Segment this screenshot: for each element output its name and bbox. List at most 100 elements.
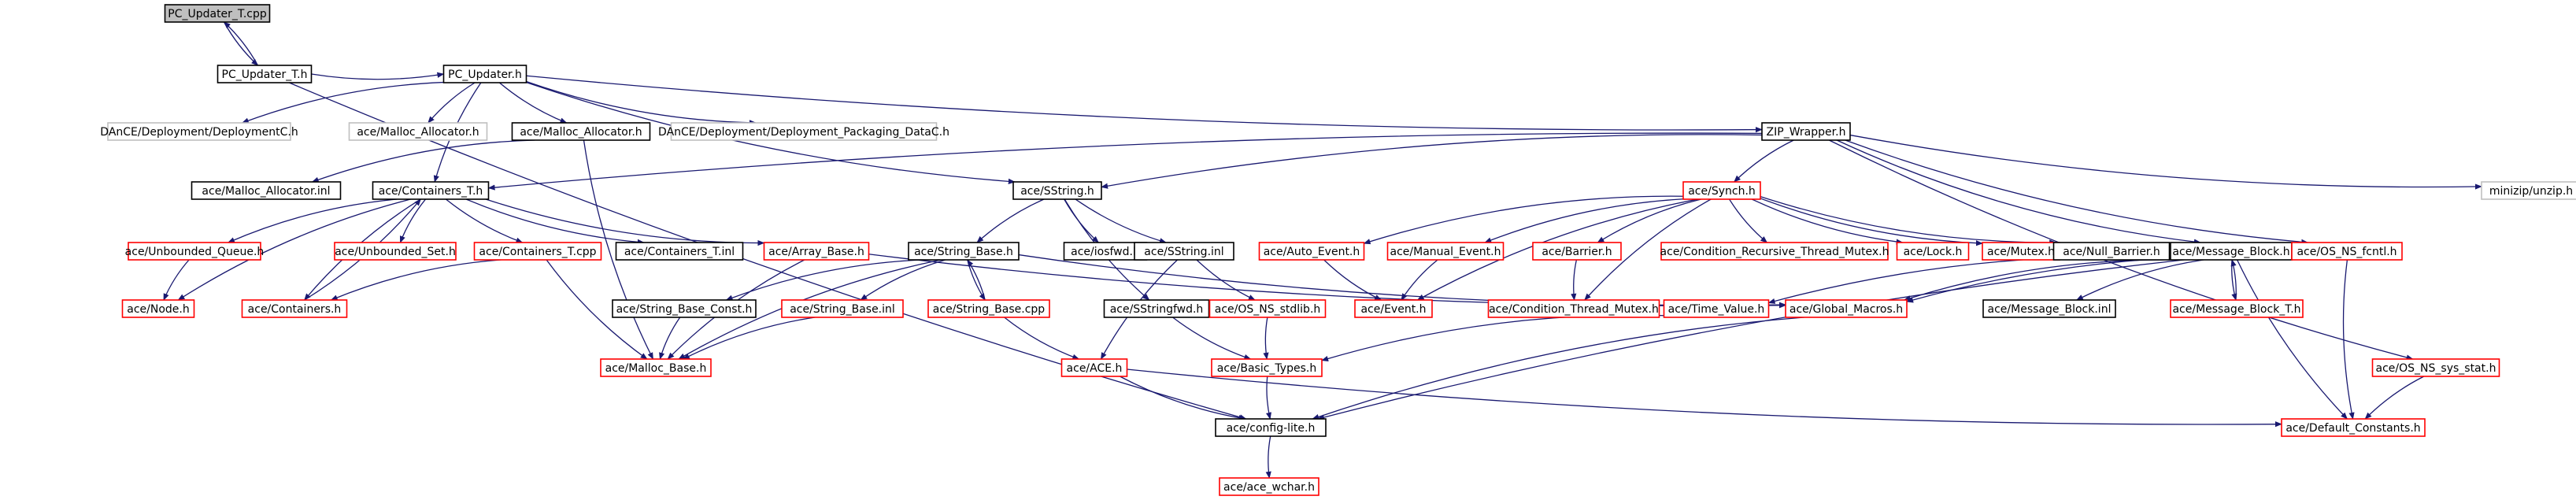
node-label: ace/Malloc_Allocator.h <box>357 126 479 139</box>
node-box[interactable] <box>164 4 271 23</box>
node-sstring-h[interactable]: ace/SString.h <box>1012 181 1102 200</box>
node-box[interactable] <box>1215 418 1327 437</box>
node-iosfwd-h[interactable]: ace/iosfwd.h <box>1063 242 1148 261</box>
node-sstring-inl[interactable]: ace/SString.inl <box>1134 242 1234 261</box>
node-box[interactable] <box>1982 299 2116 318</box>
node-malloc-allocator-inl[interactable]: ace/Malloc_Allocator.inl <box>191 181 342 200</box>
node-box[interactable] <box>1219 477 1319 496</box>
node-box[interactable] <box>781 299 904 318</box>
node-box[interactable] <box>1487 299 1660 318</box>
node-ace-h[interactable]: ace/ACE.h <box>1060 358 1128 377</box>
node-pc-updater-t-cpp[interactable]: PC_Updater_T.cpp <box>164 4 271 23</box>
node-auto-event-h[interactable]: ace/Auto_Event.h <box>1258 242 1365 261</box>
node-default-constants-h[interactable]: ace/Default_Constants.h <box>2281 418 2426 437</box>
node-containers-t-cpp[interactable]: ace/Containers_T.cpp <box>473 242 602 261</box>
node-box[interactable] <box>1386 242 1505 261</box>
node-box[interactable] <box>1660 242 1889 261</box>
node-box[interactable] <box>1354 299 1433 318</box>
node-box[interactable] <box>927 299 1050 318</box>
node-config-lite-h[interactable]: ace/config-lite.h <box>1215 418 1327 437</box>
node-box[interactable] <box>241 299 348 318</box>
node-box[interactable] <box>511 122 651 141</box>
node-os-ns-stdlib-h[interactable]: ace/OS_NS_stdlib.h <box>1208 299 1327 318</box>
node-box[interactable] <box>1896 242 1970 261</box>
node-box[interactable] <box>1134 242 1234 261</box>
node-box[interactable] <box>2170 299 2304 318</box>
node-malloc-allocator-h[interactable]: ace/Malloc_Allocator.h <box>511 122 651 141</box>
node-box[interactable] <box>1532 242 1622 261</box>
node-message-block-t-h[interactable]: ace/Message_Block_T.h <box>2170 299 2304 318</box>
node-box[interactable] <box>612 299 757 318</box>
node-containers-t-h[interactable]: ace/Containers_T.h <box>372 181 490 200</box>
node-box[interactable] <box>1761 122 1851 141</box>
node-box[interactable] <box>2052 242 2171 261</box>
node-box[interactable] <box>121 299 195 318</box>
node-box[interactable] <box>2291 242 2403 261</box>
node-box[interactable] <box>442 65 527 83</box>
node-string-base-const-h[interactable]: ace/String_Base_Const.h <box>612 299 757 318</box>
node-string-base-cpp[interactable]: ace/String_Base.cpp <box>927 299 1050 318</box>
node-pc-updater-t-h[interactable]: PC_Updater_T.h <box>217 65 313 83</box>
node-box[interactable] <box>191 181 342 200</box>
node-deploymentc-h[interactable]: DAnCE/Deployment/DeploymentC.h <box>100 122 298 141</box>
node-box[interactable] <box>107 122 291 141</box>
node-event-h[interactable]: ace/Event.h <box>1354 299 1433 318</box>
node-string-base-h[interactable]: ace/String_Base.h <box>908 242 1020 261</box>
node-box[interactable] <box>1785 299 1908 318</box>
node-box[interactable] <box>2371 358 2500 377</box>
node-global-macros-h[interactable]: ace/Global_Macros.h <box>1785 299 1908 318</box>
node-box[interactable] <box>908 242 1020 261</box>
edge-synch-h-to-null-barrier-h <box>1760 196 2057 246</box>
node-box[interactable] <box>670 122 938 141</box>
node-box[interactable] <box>372 181 490 200</box>
node-mutex-h[interactable]: ace/Mutex.h <box>1982 242 2060 261</box>
node-pc-updater-h[interactable]: PC_Updater.h <box>442 65 527 83</box>
node-condition-recursive-thread-mutex-h[interactable]: ace/Condition_Recursive_Thread_Mutex.h <box>1660 242 1889 261</box>
node-zip-wrapper-h[interactable]: ZIP_Wrapper.h <box>1761 122 1851 141</box>
node-malloc-base-h[interactable]: ace/Malloc_Base.h <box>600 358 712 377</box>
node-box[interactable] <box>473 242 602 261</box>
node-box[interactable] <box>1012 181 1102 200</box>
node-time-value-h[interactable]: ace/Time_Value.h <box>1663 299 1770 318</box>
node-box[interactable] <box>1211 358 1323 377</box>
node-unbounded-set-h[interactable]: ace/Unbounded_Set.h <box>334 242 457 261</box>
node-malloc-allocator-h-gray[interactable]: ace/Malloc_Allocator.h <box>348 122 488 141</box>
node-containers-h[interactable]: ace/Containers.h <box>241 299 348 318</box>
node-box[interactable] <box>615 242 744 261</box>
node-box[interactable] <box>600 358 712 377</box>
node-barrier-h[interactable]: ace/Barrier.h <box>1532 242 1622 261</box>
node-node-h[interactable]: ace/Node.h <box>121 299 195 318</box>
node-box[interactable] <box>1103 299 1210 318</box>
node-box[interactable] <box>2481 181 2576 200</box>
node-array-base-h[interactable]: ace/Array_Base.h <box>763 242 870 261</box>
node-box[interactable] <box>1663 299 1770 318</box>
node-box[interactable] <box>348 122 488 141</box>
node-synch-h[interactable]: ace/Synch.h <box>1682 181 1761 200</box>
node-box[interactable] <box>334 242 457 261</box>
node-string-base-inl[interactable]: ace/String_Base.inl <box>781 299 904 318</box>
node-box[interactable] <box>1208 299 1327 318</box>
node-message-block-h[interactable]: ace/Message_Block.h <box>2170 242 2293 261</box>
node-box[interactable] <box>763 242 870 261</box>
node-minizip-unzip-h[interactable]: minizip/unzip.h <box>2481 181 2576 200</box>
node-condition-thread-mutex-h[interactable]: ace/Condition_Thread_Mutex.h <box>1487 299 1660 318</box>
node-ace-wchar-h[interactable]: ace/ace_wchar.h <box>1219 477 1319 496</box>
node-containers-t-inl[interactable]: ace/Containers_T.inl <box>615 242 744 261</box>
node-message-block-inl[interactable]: ace/Message_Block.inl <box>1982 299 2116 318</box>
node-box[interactable] <box>2281 418 2426 437</box>
node-deployment-packaging-datac-h[interactable]: DAnCE/Deployment/Deployment_Packaging_Da… <box>658 122 949 141</box>
node-os-ns-fcntl-h[interactable]: ace/OS_NS_fcntl.h <box>2291 242 2403 261</box>
node-lock-h[interactable]: ace/Lock.h <box>1896 242 1970 261</box>
node-box[interactable] <box>1682 181 1761 200</box>
node-box[interactable] <box>1258 242 1365 261</box>
node-sstringfwd-h[interactable]: ace/SStringfwd.h <box>1103 299 1210 318</box>
node-null-barrier-h[interactable]: ace/Null_Barrier.h <box>2052 242 2171 261</box>
node-label: ace/SString.inl <box>1144 246 1223 258</box>
node-basic-types-h[interactable]: ace/Basic_Types.h <box>1211 358 1323 377</box>
node-unbounded-queue-h[interactable]: ace/Unbounded_Queue.h <box>125 242 265 261</box>
node-os-ns-sys-stat-h[interactable]: ace/OS_NS_sys_stat.h <box>2371 358 2500 377</box>
node-manual-event-h[interactable]: ace/Manual_Event.h <box>1386 242 1505 261</box>
node-box[interactable] <box>1060 358 1128 377</box>
node-box[interactable] <box>128 242 261 261</box>
node-box[interactable] <box>217 65 313 83</box>
